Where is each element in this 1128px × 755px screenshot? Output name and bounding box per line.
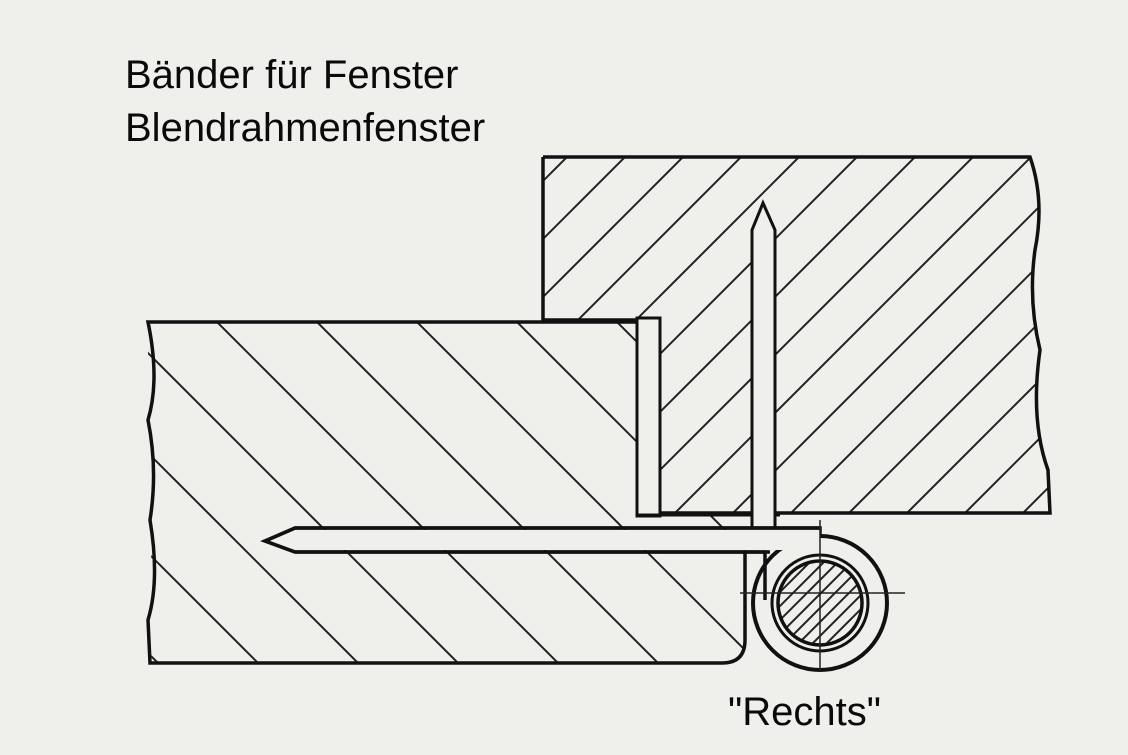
hatch-line	[859, 561, 862, 645]
hatch-line	[611, 157, 1050, 513]
caption-rechts: "Rechts"	[728, 690, 881, 734]
hatch-line	[543, 157, 1050, 513]
hatch-line	[778, 561, 862, 645]
hatch-line	[778, 561, 862, 645]
hatch-line	[778, 561, 862, 645]
hatch-line	[778, 561, 862, 645]
hatch-line	[843, 157, 1050, 513]
title-line-2: Blendrahmenfenster	[125, 106, 486, 150]
hatch-line	[778, 561, 862, 645]
hatch-line	[553, 157, 1050, 513]
hatch-line	[1017, 157, 1050, 513]
hatch-line	[148, 322, 546, 663]
vertical-nail	[750, 199, 777, 530]
hatch-line	[543, 157, 1050, 513]
hatch-line	[778, 561, 862, 645]
hatch-line	[543, 157, 1050, 513]
hatch-line	[845, 561, 862, 645]
hatch-line	[148, 322, 745, 663]
hatch-line	[669, 157, 1050, 513]
hinge-plate	[635, 316, 662, 518]
hatch-line	[148, 322, 346, 663]
hatch-line	[1076, 5, 1128, 750]
hatch-line	[778, 561, 862, 645]
hatch-line	[199, 322, 745, 663]
hatch-line	[599, 322, 745, 663]
hatch-line	[778, 561, 862, 645]
hatch-line	[817, 561, 862, 645]
hatch-line	[148, 322, 745, 663]
horizontal-nail	[260, 526, 822, 600]
center-lines	[740, 520, 905, 672]
hatch-line	[874, 5, 1128, 750]
hatch-line	[778, 561, 862, 645]
hatch-line	[148, 322, 646, 663]
hatch-line	[888, 5, 1128, 750]
title-line-1: Bänder für Fenster	[125, 53, 459, 97]
hatch-line	[0, 5, 145, 750]
hatch-line	[148, 322, 446, 663]
hatch-line	[901, 157, 1050, 513]
hatch-line	[778, 561, 862, 645]
